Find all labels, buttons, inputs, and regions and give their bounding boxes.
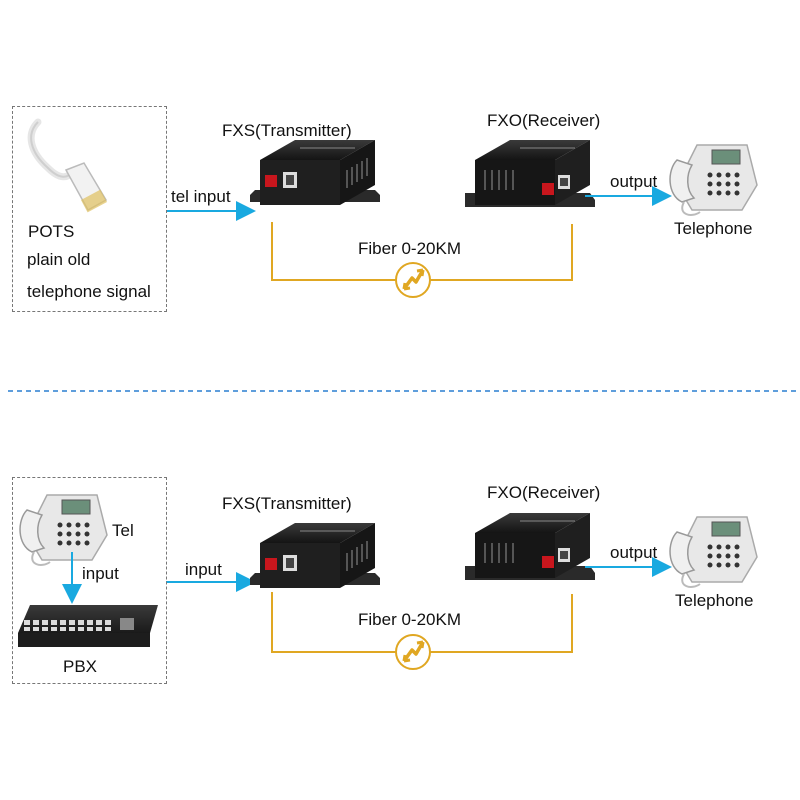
fiber-label: Fiber 0-20KM	[358, 239, 461, 258]
pbx-source-box	[12, 477, 167, 684]
output-label: output	[610, 172, 658, 191]
telephone-icon	[669, 144, 758, 216]
telephone-label-2: Telephone	[675, 591, 754, 610]
pots-source-box	[12, 106, 167, 312]
pots-line-2: plain old	[27, 250, 91, 269]
receiver-label: FXO(Receiver)	[487, 111, 601, 130]
tel-input-label-2: input	[82, 564, 119, 583]
pots-line-1: POTS	[28, 222, 75, 241]
receiver-label-2: FXO(Receiver)	[487, 483, 601, 502]
output-label-2: output	[610, 543, 658, 562]
telephone-icon-2	[669, 516, 758, 588]
tel-label: Tel	[112, 521, 134, 540]
fxo-receiver-device-2	[464, 512, 596, 581]
fxs-transmitter-device-2	[249, 522, 381, 589]
fiber-label-2: Fiber 0-20KM	[358, 610, 461, 629]
fiber-badge-icon	[394, 261, 432, 299]
fxs-transmitter-device	[249, 139, 381, 206]
transmitter-label: FXS(Transmitter)	[222, 121, 352, 140]
pbx-label: PBX	[63, 657, 98, 676]
pots-line-3: telephone signal	[27, 282, 151, 301]
transmitter-label-2: FXS(Transmitter)	[222, 494, 352, 513]
tel-input-label: tel input	[171, 187, 231, 206]
telephone-label: Telephone	[674, 219, 753, 238]
pbx-icon	[18, 605, 158, 647]
input-label: input	[185, 560, 222, 579]
rj11-plug-icon	[27, 118, 108, 213]
fiber-badge-icon-2	[394, 633, 432, 671]
fxo-receiver-device	[464, 139, 596, 208]
